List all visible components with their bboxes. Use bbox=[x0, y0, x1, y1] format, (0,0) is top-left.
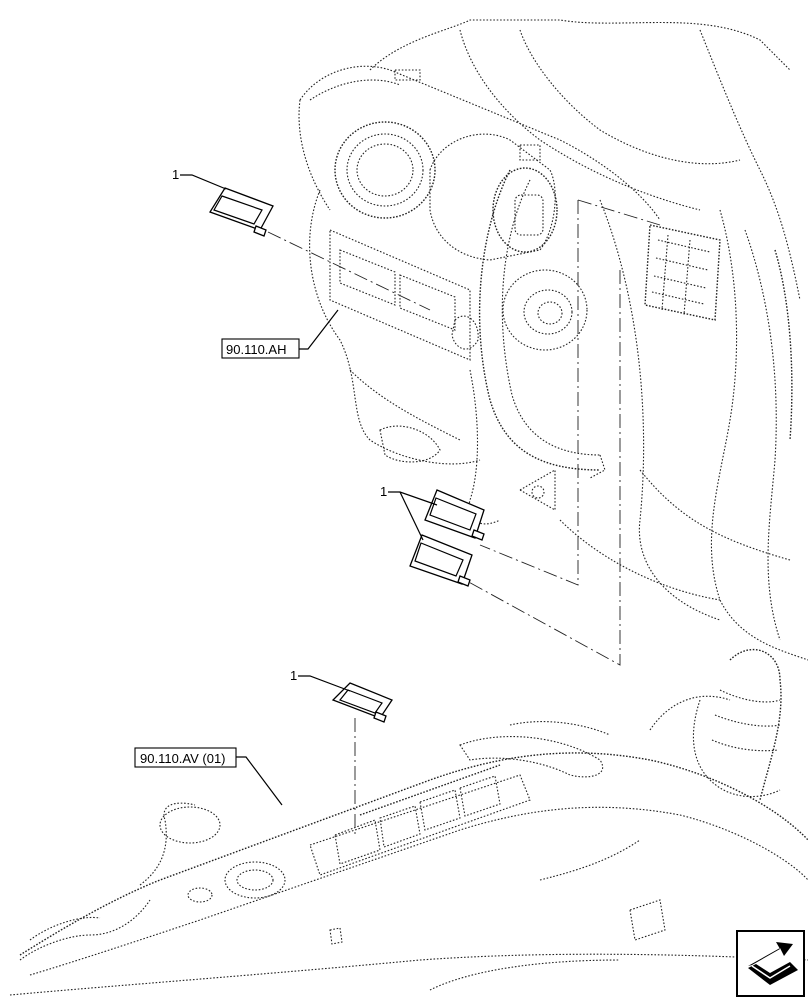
part-insert-bottom bbox=[331, 682, 393, 723]
reference-code: 90.110.AV (01) bbox=[140, 751, 226, 766]
item-number-label: 1 bbox=[290, 668, 297, 683]
callout-mid: 1 bbox=[380, 484, 438, 541]
reference-code: 90.110.AH bbox=[226, 342, 286, 357]
reference-lower[interactable]: 90.110.AV (01) bbox=[134, 747, 283, 806]
centerlines bbox=[267, 199, 661, 835]
next-page-arrow-icon[interactable] bbox=[736, 930, 805, 997]
callout-bottom: 1 bbox=[290, 668, 351, 692]
item-number-label: 1 bbox=[380, 484, 387, 499]
reference-upper[interactable]: 90.110.AH bbox=[221, 309, 339, 359]
part-insert-mid-b bbox=[409, 534, 473, 587]
part-insert-mid-a bbox=[424, 489, 485, 541]
item-number-label: 1 bbox=[172, 167, 179, 182]
dashboard-assembly bbox=[298, 19, 808, 661]
part-insert-top bbox=[209, 187, 274, 237]
callout-top: 1 bbox=[172, 167, 227, 190]
console-assembly bbox=[9, 649, 808, 996]
